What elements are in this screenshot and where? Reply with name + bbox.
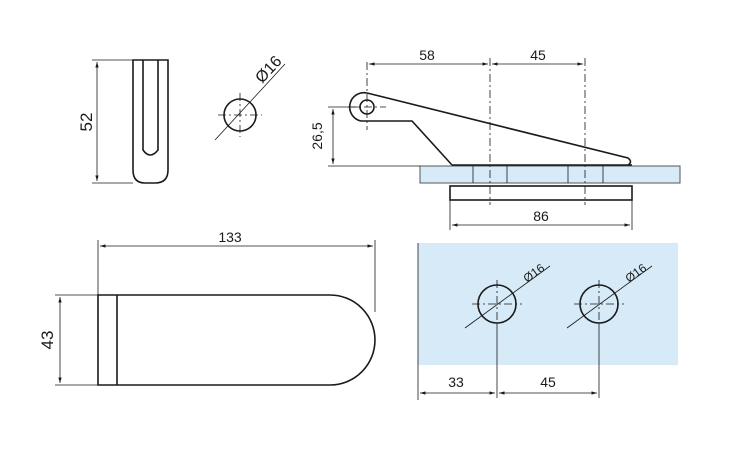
tube-section: Ø16	[214, 53, 286, 141]
dim-hinge-offset: 58	[419, 47, 435, 63]
dim-hole-spacing-bottom: 45	[540, 374, 556, 390]
hinge-elevation: 58 45 26,5 86	[309, 47, 681, 230]
dim-edge-offset: 33	[448, 374, 464, 390]
dim-tube-diameter: Ø16	[252, 53, 285, 87]
plan-view: 133 43	[38, 229, 376, 386]
side-view: 52	[77, 59, 169, 184]
dim-hole-spacing-top: 45	[530, 47, 546, 63]
dim-side-height: 52	[77, 113, 96, 132]
dim-width: 43	[38, 331, 57, 350]
glass-panel	[419, 165, 681, 184]
dim-hinge-height: 26,5	[309, 122, 325, 149]
glass-hole-layout: Ø16 Ø16 33 45	[417, 243, 678, 400]
dim-plate-width: 86	[533, 208, 549, 224]
dim-length: 133	[218, 229, 242, 245]
